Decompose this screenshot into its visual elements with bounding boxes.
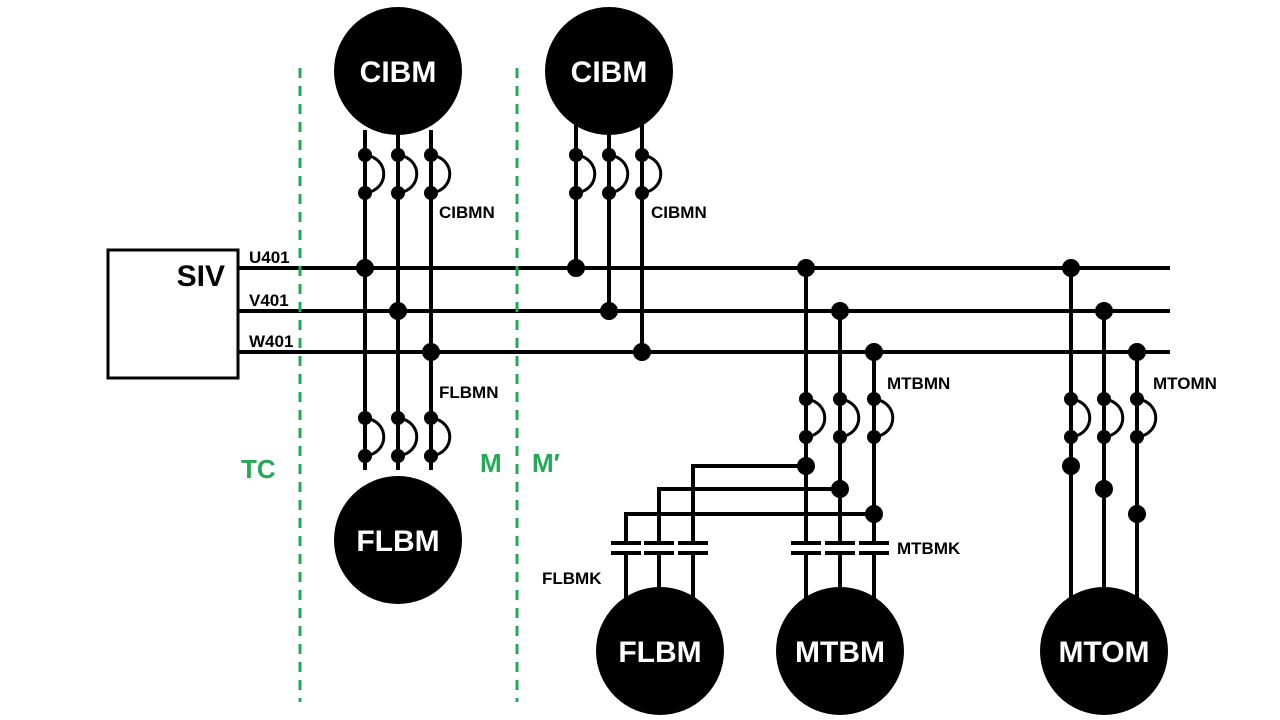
motor-mtom-label: MTOM [1058, 636, 1149, 669]
label-w401: W401 [249, 332, 293, 351]
mtom-group: MTOMN MTOM [1040, 259, 1217, 715]
zone-label-m-prime: M′ [532, 448, 560, 478]
mtomn-label: MTOMN [1153, 374, 1217, 393]
mtbmk-contactor [791, 541, 889, 555]
flbmn-contactor [358, 411, 452, 463]
left-motor-group: CIBMN FLBMN CIBM FLBM [334, 7, 498, 604]
motor-flbm-bottom: FLBM [596, 587, 724, 715]
siv-unit: SIV [106, 248, 240, 380]
right-cibm-group: CIBMN CIBM [545, 7, 707, 361]
cibmn-right-label: CIBMN [651, 203, 707, 222]
cibmn-right-contactor [569, 148, 663, 200]
motor-mtbm-label: MTBM [795, 636, 885, 669]
mtomn-contactor [1064, 392, 1158, 444]
zone-label-m: M [480, 448, 502, 478]
bus-lines: U401 V401 W401 [238, 248, 1170, 354]
mtbm-group: MTBMN FLBMK MTBMK [542, 259, 961, 715]
motor-cibm-left: CIBM [334, 7, 462, 135]
motor-mtom: MTOM [1040, 587, 1168, 715]
motor-cibm-right-label: CIBM [571, 56, 648, 89]
motor-cibm-left-label: CIBM [360, 56, 437, 89]
label-u401: U401 [249, 248, 290, 267]
motor-flbm-bottom-label: FLBM [618, 636, 701, 669]
mtbmn-label: MTBMN [887, 374, 950, 393]
motor-mtbm: MTBM [776, 587, 904, 715]
label-v401: V401 [249, 291, 289, 310]
siv-label: SIV [177, 260, 225, 293]
zone-dividers: TC M M′ [241, 68, 560, 702]
flbmk-contactor [611, 541, 708, 555]
motor-flbm-left: FLBM [334, 476, 462, 604]
mtbmk-label: MTBMK [897, 539, 961, 558]
cibmn-left-label: CIBMN [439, 203, 495, 222]
flbmn-label: FLBMN [439, 383, 498, 402]
motor-flbm-left-label: FLBM [356, 525, 439, 558]
flbmk-label: FLBMK [542, 569, 602, 588]
cibmn-left-contactor [358, 148, 452, 200]
motor-cibm-right: CIBM [545, 7, 673, 135]
mtbmn-contactor [799, 392, 895, 444]
zone-label-tc: TC [241, 454, 276, 484]
